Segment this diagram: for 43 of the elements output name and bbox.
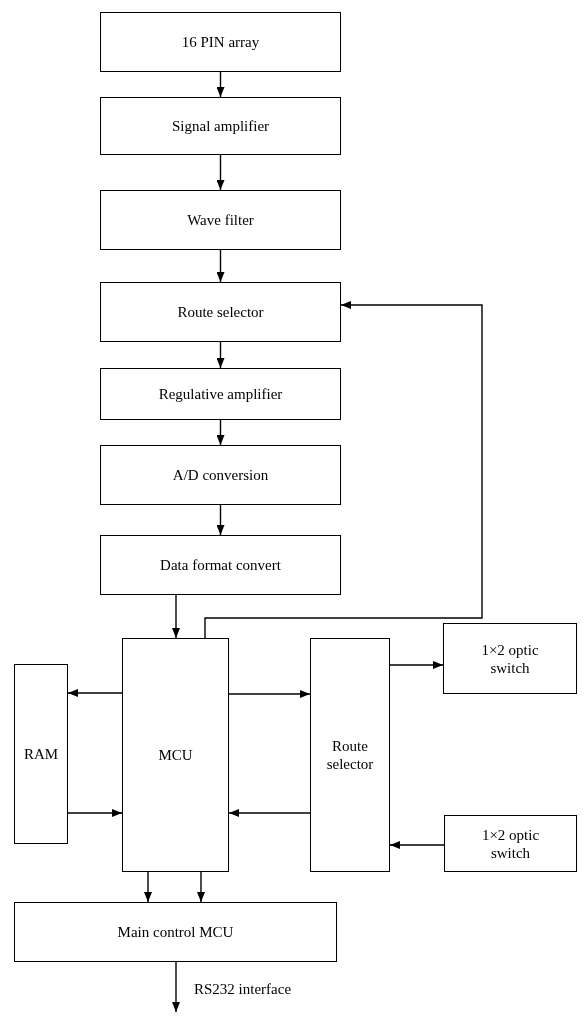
- box-label: MCU: [158, 746, 193, 764]
- arrow: [216, 71, 225, 98]
- arrow: [228, 809, 311, 817]
- process-box: [100, 97, 341, 155]
- arrow: [216, 154, 225, 191]
- process-box: [443, 623, 577, 694]
- process-box: [100, 282, 341, 342]
- box-label: Route selector: [325, 737, 375, 773]
- box-label: 1×2 optic switch: [480, 640, 540, 677]
- process-box: [100, 190, 341, 250]
- box-label: Signal amplifier: [171, 117, 270, 135]
- process-box: [100, 12, 341, 72]
- arrow: [216, 341, 225, 369]
- process-box: [14, 664, 68, 844]
- process-box: [100, 445, 341, 505]
- arrow: [216, 419, 225, 446]
- box-label: Route selector: [177, 303, 264, 321]
- box-label: 16 PIN array: [181, 33, 260, 51]
- box-label: Regulative amplifier: [158, 385, 283, 403]
- process-box: [100, 535, 341, 595]
- arrow: [67, 809, 123, 817]
- arrow: [197, 871, 205, 903]
- arrow: [389, 841, 445, 849]
- box-label: RAM: [23, 745, 59, 763]
- process-box: [100, 368, 341, 420]
- arrow: [67, 689, 123, 697]
- process-box: [444, 815, 577, 872]
- arrow: [172, 961, 180, 1013]
- process-box: [122, 638, 229, 872]
- arrow: [204, 301, 483, 639]
- arrow: [216, 249, 225, 283]
- arrow: [216, 504, 225, 536]
- arrow: [144, 871, 152, 903]
- arrow: [389, 661, 444, 669]
- box-label: Main control MCU: [117, 923, 234, 941]
- box-label: A/D conversion: [172, 466, 269, 484]
- process-box: [14, 902, 337, 962]
- arrow: [228, 690, 311, 698]
- process-box: [310, 638, 390, 872]
- box-label: Wave filter: [187, 211, 254, 229]
- box-label: Data format convert: [160, 556, 281, 574]
- box-label: 1×2 optic switch: [480, 825, 541, 862]
- arrow: [172, 594, 180, 639]
